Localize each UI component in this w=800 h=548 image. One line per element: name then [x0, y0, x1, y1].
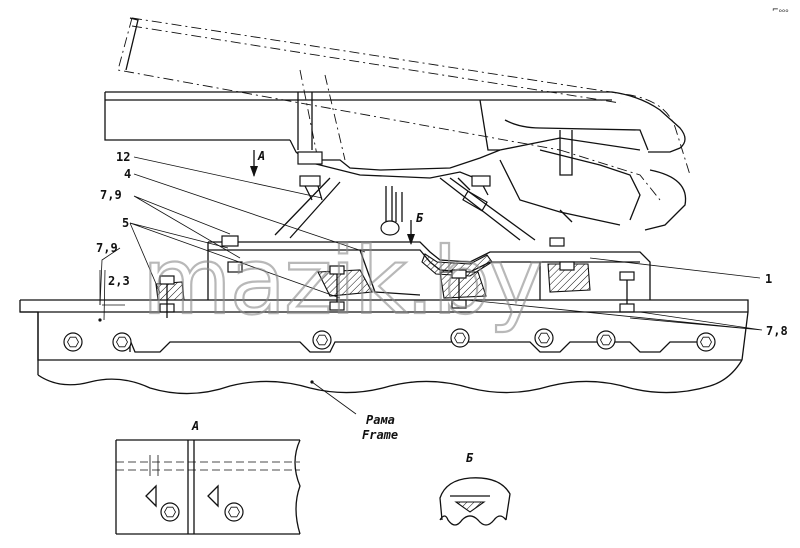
frame-rail — [19, 299, 749, 395]
callout-5: 5 — [122, 216, 129, 230]
leader-lines — [98, 156, 763, 415]
detail-b-title: Б — [466, 451, 474, 465]
cab-pivot-bracket — [297, 151, 491, 212]
cab-raised-position — [117, 17, 691, 201]
view-arrow-a-label: A — [257, 149, 265, 163]
support-struts — [274, 177, 536, 241]
mounting-bolts-top — [159, 235, 635, 318]
detail-view-a — [115, 439, 301, 535]
callout-12: 12 — [116, 150, 130, 164]
cross-member — [155, 241, 651, 301]
detail-a-title: A — [191, 419, 199, 433]
frame-label-ru: Рама — [366, 413, 395, 427]
callout-7-9-left: 7,9 — [96, 241, 118, 255]
callout-1: 1 — [765, 272, 772, 286]
callout-2-3: 2,3 — [108, 274, 130, 288]
watermark: mazik.by — [142, 228, 541, 335]
corner-mark: ⌐ₒₒₒ — [772, 5, 789, 14]
callout-7-8: 7,8 — [766, 324, 788, 338]
cab-body — [104, 91, 687, 231]
frame-label-en: Frame — [362, 428, 398, 442]
callout-7-9-top: 7,9 — [100, 188, 122, 202]
callout-4: 4 — [124, 167, 131, 181]
view-arrows — [250, 150, 415, 245]
detail-view-b — [439, 477, 511, 526]
view-arrow-b-label: Б — [416, 211, 424, 225]
